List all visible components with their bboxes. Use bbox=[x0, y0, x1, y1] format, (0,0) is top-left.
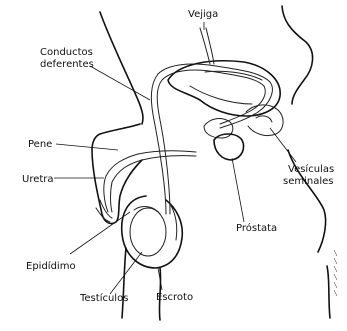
label-escroto: Escroto bbox=[156, 292, 193, 303]
label-conductos-deferentes-line2: deferentes bbox=[40, 59, 94, 70]
label-uretra: Uretra bbox=[22, 174, 54, 185]
bladder bbox=[168, 28, 280, 116]
label-conductos-deferentes-line1: Conductos bbox=[40, 47, 93, 58]
label-vejiga: Vejiga bbox=[188, 9, 218, 20]
label-vesiculas-seminales-line1: Vesículas bbox=[288, 163, 334, 175]
label-prostata: Próstata bbox=[236, 222, 277, 234]
vas-deferens bbox=[151, 64, 272, 214]
label-pene: Pene bbox=[28, 139, 52, 150]
label-testiculos: Testículos bbox=[79, 292, 128, 304]
label-vesiculas-seminales-line2: seminales bbox=[283, 176, 334, 187]
label-epididimo: Epidídimo bbox=[26, 260, 76, 272]
